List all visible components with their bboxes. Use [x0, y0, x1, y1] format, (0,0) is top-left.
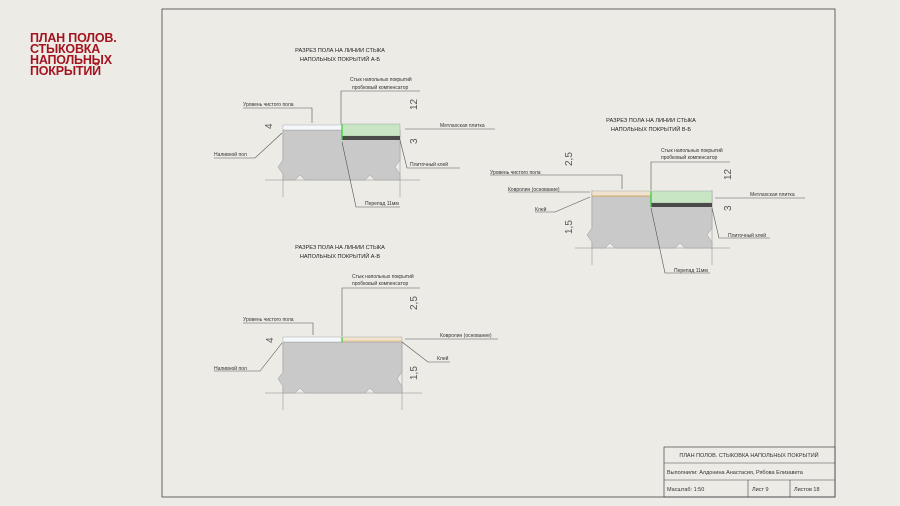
floor-level-label: Уровень чистого пола	[490, 170, 541, 176]
title-block: ПЛАН ПОЛОВ. СТЫКОВКА НАПОЛЬНЫХ ПОКРЫТИЙ …	[663, 446, 836, 498]
tile-layer	[650, 190, 713, 204]
sheet-title: ПЛАН ПОЛОВ. СТЫКОВКА НАПОЛЬНЫХ ПОКРЫТИЙ	[30, 31, 117, 78]
tile-glue-layer	[342, 136, 400, 140]
title-block-sheets: Листов 18	[794, 487, 820, 493]
drop-label: Перепад 11мм	[365, 201, 399, 207]
dimension: 12	[723, 168, 734, 180]
concrete-slab	[277, 341, 403, 394]
drop-label: Перепад 11мм	[674, 268, 708, 274]
section-title: НАПОЛЬНЫХ ПОКРЫТИЙ А-Б	[300, 55, 381, 63]
dimension: 1,5	[564, 220, 575, 234]
self-level-label: Наливной пол	[214, 151, 247, 158]
joint-label: Стык напольных покрытий	[661, 147, 723, 154]
tile-label: Метлахская плитка	[440, 123, 485, 129]
concrete-slab	[277, 129, 401, 181]
self-level-label: Наливной пол	[214, 365, 247, 372]
section-title: НАПОЛЬНЫХ ПОКРЫТИЙ В-Б	[611, 125, 692, 133]
sheet-title-line: НАПОЛЬНЫХ	[30, 53, 112, 67]
sheet-title-line: ПОКРЫТИЙ	[30, 64, 101, 78]
title-block-scale: Масштаб: 1:50	[667, 487, 704, 493]
glue-label: Клей	[535, 206, 547, 213]
section-a-b: РАЗРЕЗ ПОЛА НА ЛИНИИ СТЫКА НАПОЛЬНЫХ ПОК…	[214, 48, 495, 208]
sheet-border	[161, 8, 836, 498]
dimension: 2,5	[409, 296, 420, 310]
section-title: РАЗРЕЗ ПОЛА НА ЛИНИИ СТЫКА	[606, 118, 696, 124]
sheet-title-line: ПЛАН ПОЛОВ.	[30, 31, 117, 45]
title-block-sheet: Лист 9	[752, 487, 769, 493]
tile-glue-label: Плиточный клей	[728, 232, 766, 239]
section-v-b: РАЗРЕЗ ПОЛА НА ЛИНИИ СТЫКА НАПОЛЬНЫХ ПОК…	[490, 118, 805, 274]
dimension: 4	[264, 123, 275, 129]
section-title: РАЗРЕЗ ПОЛА НА ЛИНИИ СТЫКА	[295, 245, 385, 251]
section-title: НАПОЛЬНЫХ ПОКРЫТИЙ А-В	[300, 252, 381, 260]
tile-glue-label: Плиточный клей	[410, 161, 448, 168]
dimension: 1,5	[409, 366, 420, 380]
self-level-layer	[282, 336, 343, 343]
glue-label: Клей	[437, 355, 449, 362]
floor-level-label: Уровень чистого пола	[243, 102, 294, 108]
joint-label: пробковый компенсатор	[352, 280, 408, 287]
dimension: 3	[409, 138, 420, 144]
dimension: 3	[723, 205, 734, 211]
self-level-layer	[282, 124, 343, 131]
dimension: 12	[409, 98, 420, 110]
tile-glue-layer	[651, 203, 712, 207]
tile-label: Метлахская плитка	[750, 192, 795, 198]
carpet-label: Ковролин (основание)	[508, 187, 560, 193]
floor-level-label: Уровень чистого пола	[243, 317, 294, 323]
dimension: 4	[265, 337, 276, 343]
tile-layer	[341, 123, 401, 137]
sheet-title-line: СТЫКОВКА	[30, 42, 101, 56]
carpet-layer	[591, 190, 652, 197]
joint-label: пробковый компенсатор	[661, 154, 717, 161]
concrete-slab	[586, 195, 713, 249]
dimension: 2,5	[564, 152, 575, 166]
section-title: РАЗРЕЗ ПОЛА НА ЛИНИИ СТЫКА	[295, 48, 385, 54]
carpet-label: Ковролин (основание)	[440, 333, 492, 339]
title-block-authors: Выполнили: Алдонина Анастасия, Рябова Ел…	[667, 470, 804, 476]
section-a-v: РАЗРЕЗ ПОЛА НА ЛИНИИ СТЫКА НАПОЛЬНЫХ ПОК…	[214, 245, 498, 410]
joint-label: Стык напольных покрытий	[352, 273, 414, 280]
title-block-name: ПЛАН ПОЛОВ. СТЫКОВКА НАПОЛЬНЫХ ПОКРЫТИЙ	[679, 451, 818, 459]
joint-label: пробковый компенсатор	[352, 84, 408, 91]
joint-label: Стык напольных покрытий	[350, 76, 412, 83]
